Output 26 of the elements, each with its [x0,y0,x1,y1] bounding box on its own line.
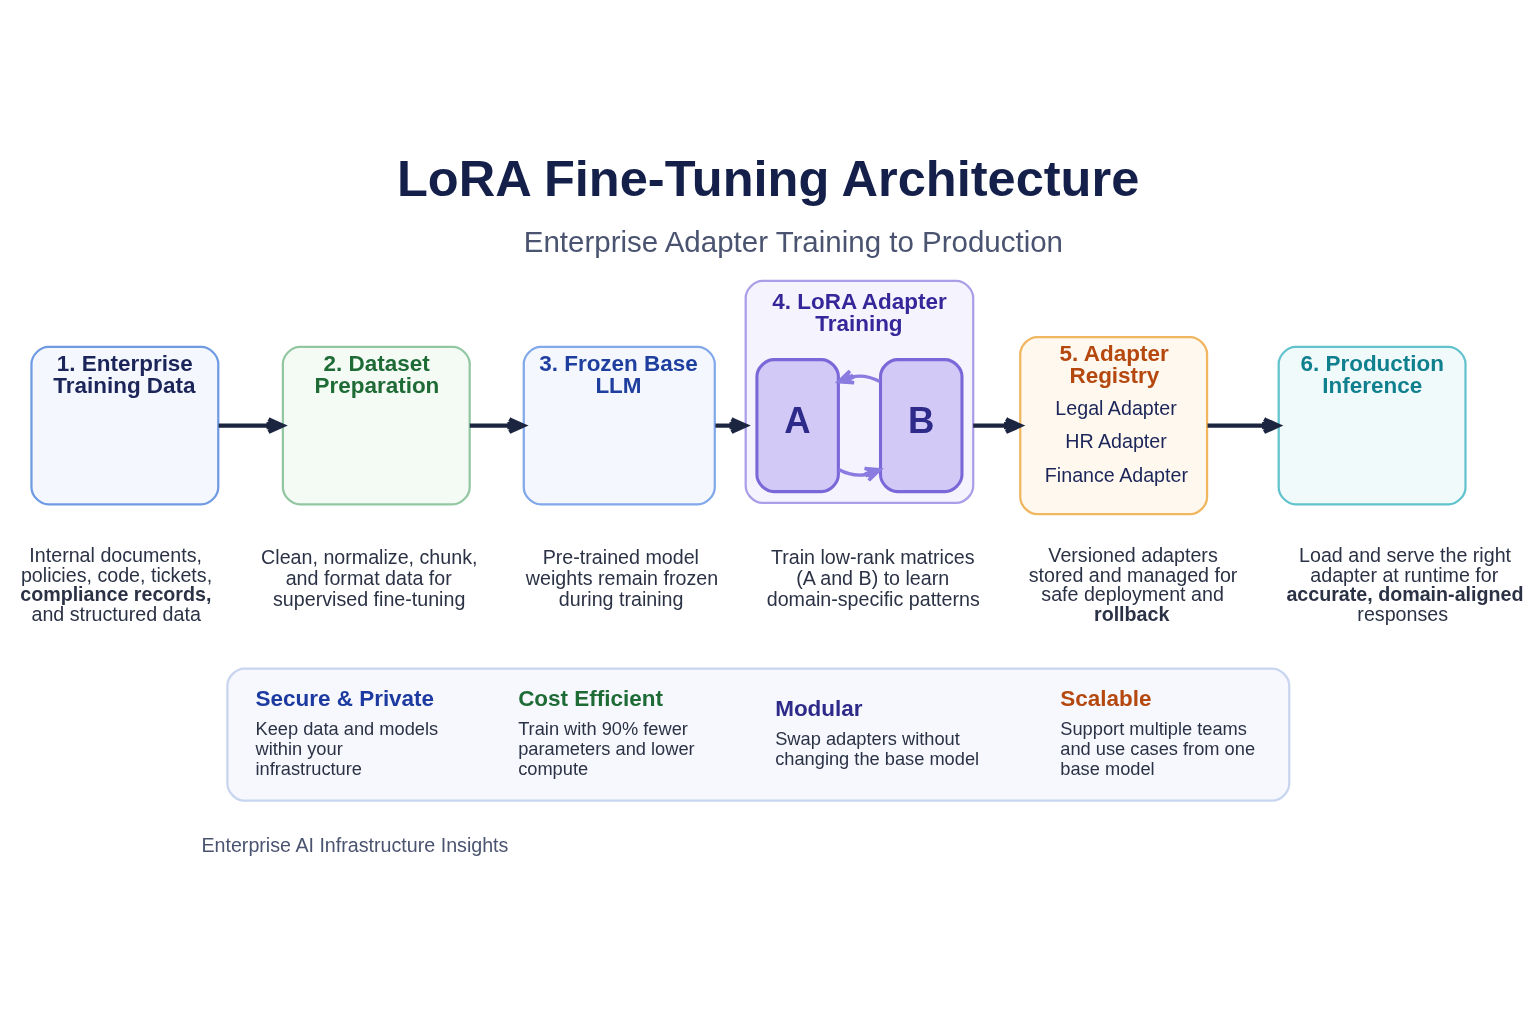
node-label: Internal documents, policies, code, tickets, compliance records, and structured data [19,544,212,626]
node-text: Modular Swap adapters without changing the base model [774,696,979,769]
arrow [836,369,881,385]
arrow [837,466,882,483]
node-text: Scalable Support multiple teams and use cases from one base model [1059,686,1255,779]
node-box: 5. Adapter Registry Legal Adapter HR Adapter Finance Adapter [1018,336,1208,516]
node-text: Secure & Private Keep data and models within your infrastructure [255,686,438,779]
node-box: A [754,358,840,494]
arrow [218,417,285,435]
node-label: Train low-rank matrices (A and B) to learn domain-specific patterns [766,545,980,610]
node-box: 1. Enterprise Training Data [29,345,219,506]
node-label: Pre-trained model weights remain frozen during training [525,545,718,610]
node-label: Load and serve the right adapter at runtime for accurate, domain-aligned responses [1285,544,1523,626]
arrow [469,417,526,435]
node-box: 2. Dataset Preparation [281,345,471,506]
node-label: Versioned adapters stored and managed for safe deployment and rollback [1028,544,1237,626]
diagram-title: LoRA Fine-Tuning Architecture [396,150,1139,208]
arrow [714,417,748,435]
node-box: 3. Frozen Base LLM [522,345,716,506]
node-text: Cost Efficient Train with 90% fewer parameters and lower compute [517,686,695,779]
cluster [225,667,1290,802]
node-box: B [878,358,963,494]
label: Enterprise Adapter Training to Production [523,224,1063,258]
label: Enterprise AI Infrastructure Insights [200,834,508,857]
node-box: 6. Production Inference [1277,345,1467,506]
node-label: Clean, normalize, chunk, and format data for supervised fine-tuning [260,545,477,610]
